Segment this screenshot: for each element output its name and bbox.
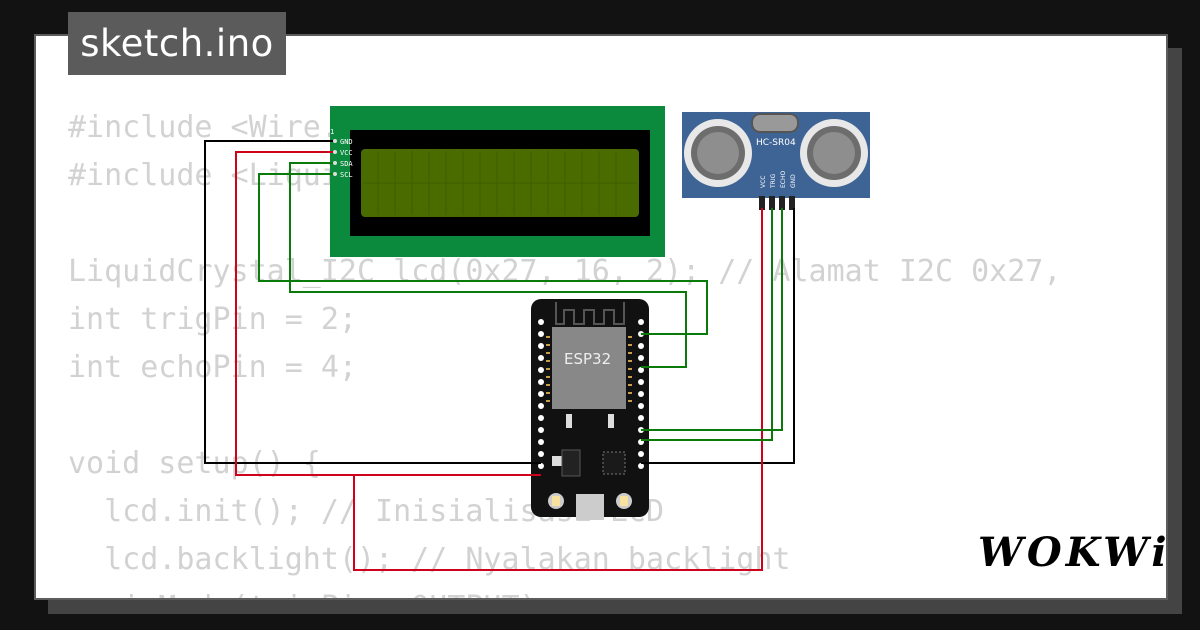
sensor-pin-label: GND	[790, 174, 797, 188]
sensor-model-label: HC-SR04	[756, 138, 796, 148]
lcd-pin-index: 1	[330, 128, 334, 136]
sensor-pin-label: ECHO	[780, 171, 787, 188]
code-line: pinMode(trigPin, OUTPUT);	[68, 584, 1061, 598]
sensor-pin	[779, 196, 785, 210]
wire-trig	[641, 208, 773, 441]
code-line: LiquidCrystal_I2C lcd(0x27, 16, 2); // A…	[68, 254, 1062, 289]
code-line: int trigPin = 2;	[68, 302, 357, 337]
sensor-pin-label: VCC	[760, 176, 767, 188]
lcd-pin-label: GND	[340, 138, 353, 146]
lcd-pin	[333, 150, 337, 154]
lcd-display[interactable]: 1 GND VCC SDA SCL	[330, 106, 665, 257]
lcd-pin	[333, 139, 337, 143]
wire-echo	[641, 208, 783, 431]
sensor-pin	[769, 196, 775, 210]
code-line: lcd.backlight(); // Nyalakan backlight	[68, 542, 791, 577]
wire-sda	[289, 162, 687, 368]
sensor-crystal	[751, 113, 799, 133]
wire-vcc-sensor	[353, 208, 763, 571]
esp32-board[interactable]: ESP32	[531, 299, 649, 520]
lcd-pin-label: SCL	[340, 171, 353, 179]
lcd-grid	[363, 151, 637, 215]
wire-gnd-lcd	[204, 140, 541, 464]
lcd-pin	[333, 172, 337, 176]
sensor-pin	[759, 196, 765, 210]
wire-scl	[258, 173, 708, 335]
lcd-pin-label: SDA	[340, 160, 353, 168]
wokwi-logo[interactable]: WOKWi	[978, 529, 1171, 576]
sensor-pin	[789, 196, 795, 210]
usb-port	[576, 494, 604, 520]
ultrasonic-sensor[interactable]: HC-SR04 VCC TRIG ECHO GND	[682, 112, 870, 210]
code-line: int echoPin = 4;	[68, 350, 357, 385]
lcd-pin	[333, 161, 337, 165]
esp32-usb-chip	[602, 451, 626, 475]
esp32-chip-label: ESP32	[564, 350, 611, 368]
wire-gnd-sensor	[641, 208, 795, 464]
file-tab[interactable]: sketch.ino	[68, 12, 286, 75]
lcd-pin-label: VCC	[340, 149, 353, 157]
esp32-chip	[552, 327, 626, 409]
esp32-antenna	[555, 302, 625, 325]
sensor-pin-label: TRIG	[770, 173, 777, 189]
